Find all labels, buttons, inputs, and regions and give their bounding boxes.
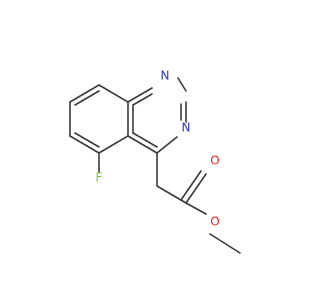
atom-o-carbonyl: O	[210, 154, 219, 168]
atom-o-ester: O	[210, 215, 219, 229]
bond-c8a-c8	[98, 84, 129, 103]
bond-c8a-n1-inner	[132, 93, 153, 106]
bond-carbonyl-oester	[185, 202, 207, 215]
bond-c4-c4a-inner	[132, 132, 158, 148]
bond-n3-c4	[156, 136, 178, 154]
atom-n1: N	[161, 69, 170, 83]
bond-c4-c4a	[127, 135, 158, 154]
bond-c5-c4a	[98, 135, 129, 154]
bond-c6-c5-inner	[74, 132, 100, 148]
bond-c8-c7	[69, 84, 100, 103]
bond-c8-c7-inner	[74, 90, 100, 106]
atom-f: F	[96, 171, 103, 185]
bond-c8a-n1	[127, 87, 153, 103]
atom-n3: N	[182, 121, 191, 135]
bond-carbonyl-o-inner	[180, 170, 202, 201]
bond-n1-c2	[177, 77, 187, 92]
bond-carbonyl-o	[185, 173, 207, 204]
bond-c6-c5	[69, 135, 100, 154]
bond-oester-methyl	[209, 233, 241, 254]
molecule-structure: N N F O O	[69, 69, 241, 254]
